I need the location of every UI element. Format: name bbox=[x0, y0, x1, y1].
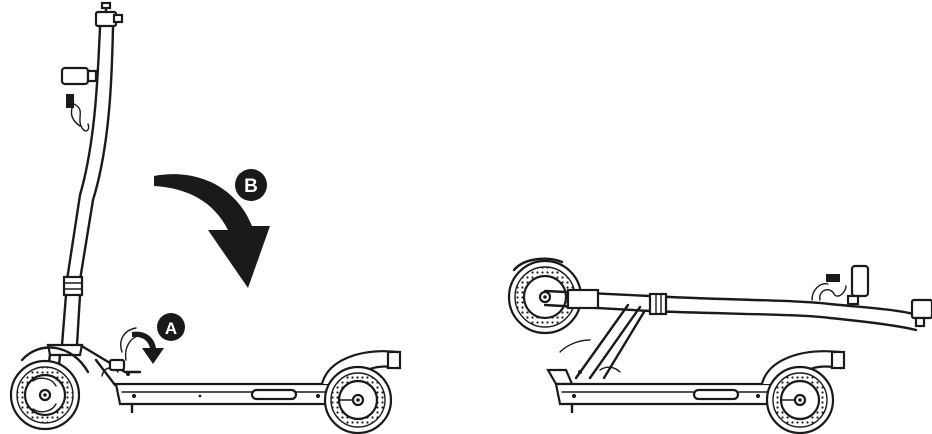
step-badge-a: A bbox=[157, 313, 185, 341]
deck bbox=[116, 384, 340, 412]
folded-scooter bbox=[509, 259, 932, 433]
handlebar-top bbox=[96, 3, 122, 26]
step-badge-b: B bbox=[235, 169, 267, 201]
front-wheel bbox=[11, 361, 79, 429]
folding-hinge bbox=[80, 328, 140, 385]
rear-wheel bbox=[325, 367, 391, 433]
step-label-b: B bbox=[244, 176, 258, 197]
folded-brake-lever bbox=[812, 274, 846, 300]
folded-headlight-icon bbox=[848, 266, 868, 304]
folded-handlebar bbox=[912, 300, 932, 326]
brake-lever bbox=[66, 94, 89, 131]
folded-deck bbox=[556, 384, 780, 412]
unfolded-scooter bbox=[11, 3, 400, 433]
folded-rear-wheel bbox=[767, 367, 833, 433]
step-label-a: A bbox=[165, 319, 177, 338]
fold-arrow-a-icon bbox=[132, 332, 164, 364]
headlight-icon bbox=[62, 68, 96, 84]
